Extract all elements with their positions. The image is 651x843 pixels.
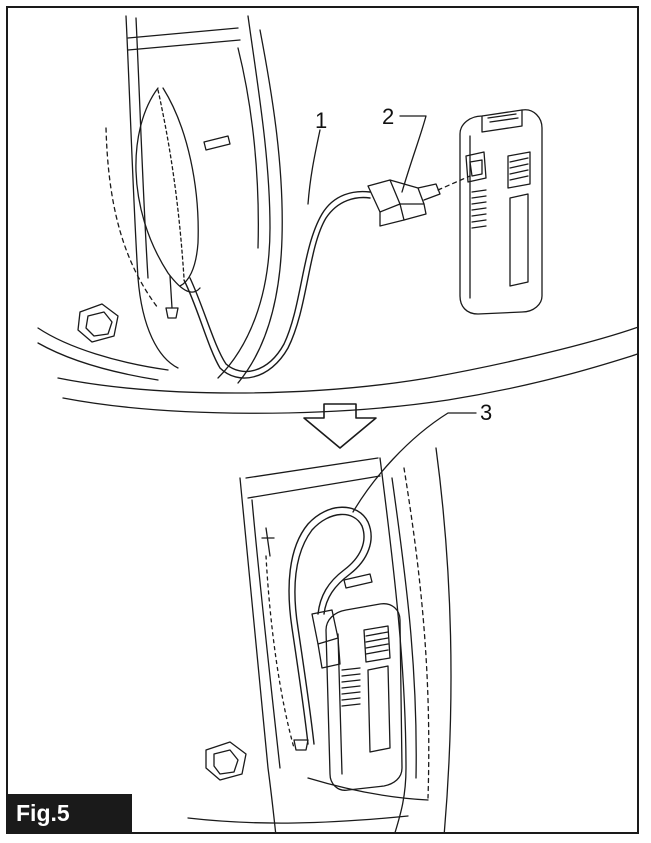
bottom-garment-panel [187, 447, 452, 832]
callout-1: 1 [315, 108, 327, 133]
illustration: 1 2 3 [37, 15, 637, 832]
callout-2: 2 [382, 104, 394, 129]
callout-3: 3 [480, 400, 492, 425]
leader-lines [307, 115, 477, 513]
down-arrow-icon [303, 403, 377, 449]
bottom-battery-pack [311, 603, 403, 791]
top-connector-plug [367, 175, 471, 227]
top-garment-panel [37, 15, 637, 414]
top-cable [183, 190, 371, 379]
figure-label: Fig.5 [8, 794, 132, 832]
top-battery-pack [459, 109, 543, 315]
figure-frame: 1 2 3 Fig.5 [6, 6, 639, 834]
bottom-cable [288, 506, 372, 745]
